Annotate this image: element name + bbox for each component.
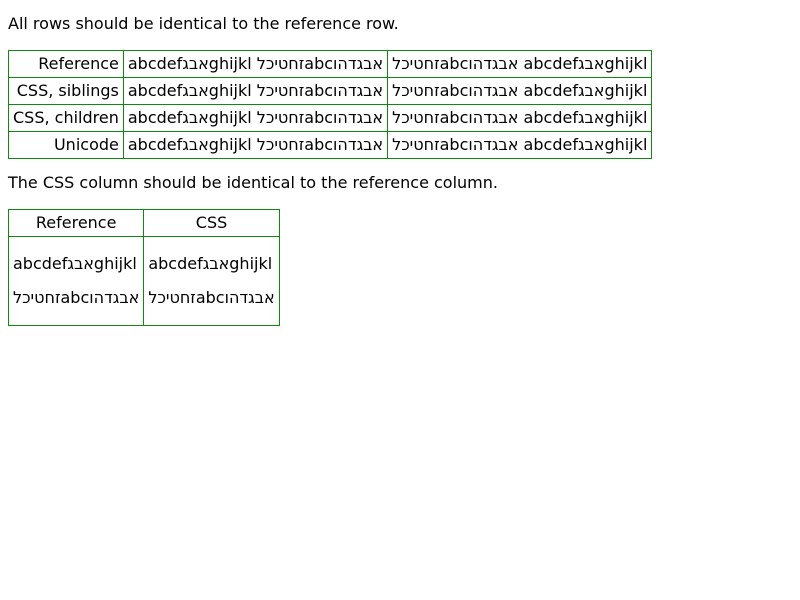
row-label: CSS, children bbox=[8, 104, 124, 132]
row-label: Reference bbox=[8, 50, 124, 78]
test-cell: abcdefגבאghijkl לכיטחזabcוהדגבא bbox=[122, 131, 389, 159]
css-line-1: abcdefגבאghijkl bbox=[148, 247, 274, 281]
test-text: abcdefגבאghijkl bbox=[148, 254, 273, 273]
row-label: CSS, siblings bbox=[8, 77, 124, 105]
table-header-row: Reference CSS bbox=[7, 209, 280, 237]
row-label: Unicode bbox=[8, 131, 124, 159]
column-header-css: CSS bbox=[143, 209, 280, 237]
test-text: abcdefגבאghijkl לכיטחזabcוהדגבא bbox=[127, 135, 384, 154]
test-text: abcdefגבאghijkl לכיטחזabcוהדגבא bbox=[127, 81, 384, 100]
test-text: לכיטחזabcוהדגבא abcdefגבאghijkl bbox=[392, 81, 648, 100]
table-row: abcdefגבאghijkl לכיטחזabcוהדגבא abcdefגב… bbox=[7, 236, 280, 326]
table-row-css-children: CSS, children abcdefגבאghijkl לכיטחזabcו… bbox=[8, 104, 653, 132]
reference-line-1: abcdefגבאghijkl bbox=[13, 247, 139, 281]
column-header-reference: Reference bbox=[7, 209, 145, 237]
bidi-column-table: Reference CSS abcdefגבאghijkl לכיטחזabcו… bbox=[7, 209, 280, 326]
reference-cell: abcdefגבאghijkl לכיטחזabcוהדגבא bbox=[7, 236, 145, 326]
test-text: לכיטחזabcוהדגבא abcdefגבאghijkl bbox=[392, 54, 648, 73]
table-row-reference: Reference abcdefגבאghijkl לכיטחזabcוהדגב… bbox=[8, 50, 653, 78]
instructions-column: The CSS column should be identical to th… bbox=[8, 173, 498, 192]
bidi-rows-table: Reference abcdefגבאghijkl לכיטחזabcוהדגב… bbox=[8, 50, 653, 159]
test-cell: abcdefגבאghijkl לכיטחזabcוהדגבא bbox=[122, 50, 389, 78]
test-text: לכיטחזabcוהדגבא abcdefגבאghijkl bbox=[392, 135, 648, 154]
test-cell: לכיטחזabcוהדגבא abcdefגבאghijkl bbox=[387, 77, 653, 105]
css-line-2: לכיטחזabcוהדגבא bbox=[148, 281, 274, 315]
instructions-rows: All rows should be identical to the refe… bbox=[8, 14, 399, 33]
test-text: abcdefגבאghijkl לכיטחזabcוהדגבא bbox=[127, 108, 384, 127]
test-text: abcdefגבאghijkl לכיטחזabcוהדגבא bbox=[127, 54, 384, 73]
table-row-unicode: Unicode abcdefגבאghijkl לכיטחזabcוהדגבא … bbox=[8, 131, 653, 159]
test-text: לכיטחזabcוהדגבא bbox=[13, 288, 140, 307]
test-text: לכיטחזabcוהדגבא abcdefגבאghijkl bbox=[392, 108, 648, 127]
table-row-css-siblings: CSS, siblings abcdefגבאghijkl לכיטחזabcו… bbox=[8, 77, 653, 105]
test-cell: abcdefגבאghijkl לכיטחזabcוהדגבא bbox=[122, 104, 389, 132]
css-cell: abcdefגבאghijkl לכיטחזabcוהדגבא bbox=[143, 236, 280, 326]
reference-line-2: לכיטחזabcוהדגבא bbox=[13, 281, 139, 315]
test-cell: לכיטחזabcוהדגבא abcdefגבאghijkl bbox=[387, 104, 653, 132]
test-cell: לכיטחזabcוהדגבא abcdefגבאghijkl bbox=[387, 50, 653, 78]
test-cell: לכיטחזabcוהדגבא abcdefגבאghijkl bbox=[387, 131, 653, 159]
test-text: לכיטחזabcוהדגבא bbox=[148, 288, 275, 307]
test-text: abcdefגבאghijkl bbox=[13, 254, 137, 273]
test-cell: abcdefגבאghijkl לכיטחזabcוהדגבא bbox=[122, 77, 389, 105]
